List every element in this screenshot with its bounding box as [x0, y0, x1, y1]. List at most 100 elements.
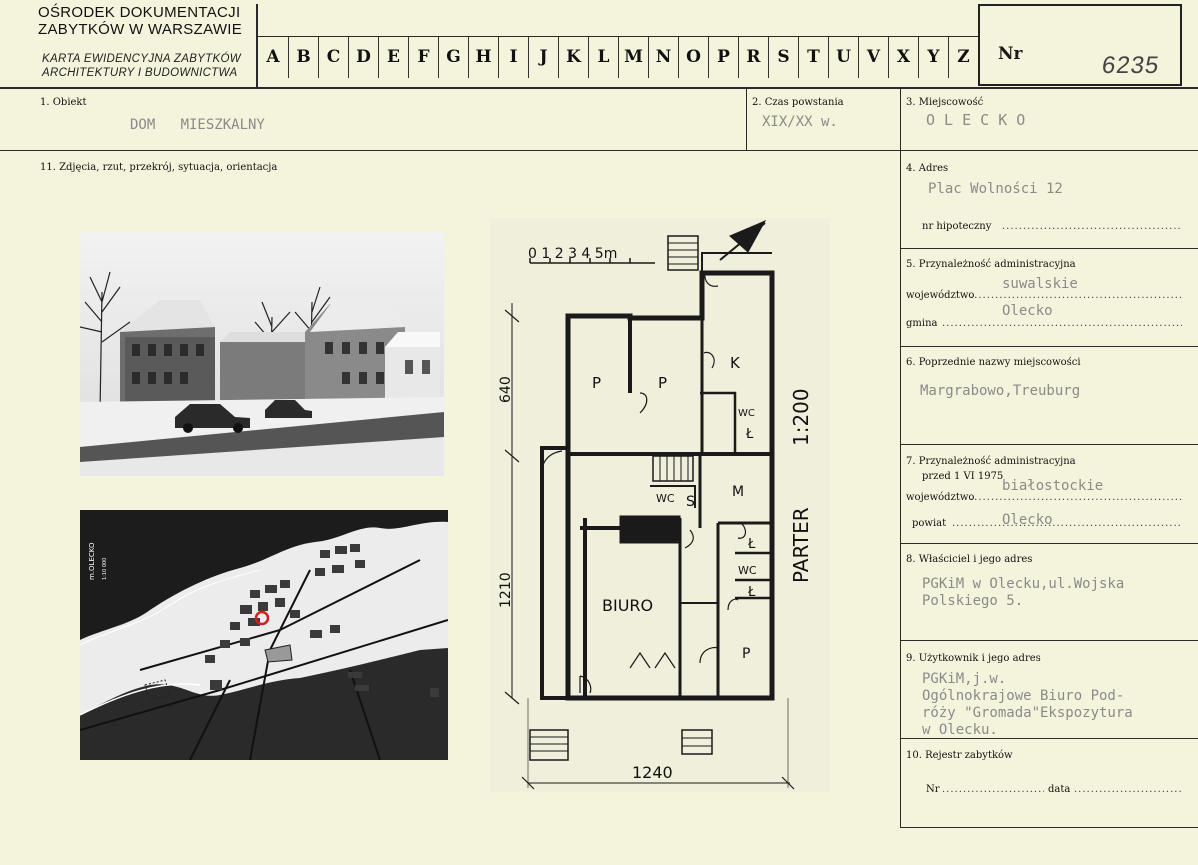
classification-letter: B [288, 36, 318, 78]
room-s: S [686, 494, 695, 510]
classification-letter: X [888, 36, 918, 78]
classification-letter: H [468, 36, 498, 78]
uzytkownik-label: 9. Użytkownik i jego adres [906, 653, 1041, 664]
wlasciciel-label: 8. Właściciel i jego adres [906, 554, 1033, 565]
room-wc3: WC [738, 564, 757, 577]
classification-letter: C [318, 36, 348, 78]
classification-letter: O [678, 36, 708, 78]
plan-dim-vertical-1: 640 [498, 376, 514, 403]
poprzednie-value: Margrabowo,Treuburg [920, 383, 1081, 399]
miejscowosc-value: O L E C K O [926, 111, 1026, 129]
classification-letter: D [348, 36, 378, 78]
room-biuro: BIURO [602, 596, 653, 615]
classification-letter: L [588, 36, 618, 78]
adres-value: Plac Wolności 12 [928, 181, 1063, 197]
photo-illustration [80, 232, 444, 476]
classification-letter: G [438, 36, 468, 78]
institution-name: OŚRODEK DOKUMENTACJI ZABYTKÓW W WARSZAWI… [38, 4, 242, 38]
classification-letter: M [618, 36, 648, 78]
uzytkownik-line2: Ogólnokrajowe Biuro Pod- [922, 688, 1125, 704]
plan-title: PARTER [789, 507, 813, 583]
wojewodztwo-value: suwalskie [1002, 276, 1078, 292]
uzytkownik-line4: w Olecku. [922, 722, 998, 736]
wojewodztwo-label: województwo [906, 290, 975, 301]
uzytkownik-line3: róży "Gromada"Ekspozytura [922, 705, 1133, 721]
zdjecia-label: 11. Zdjęcia, rzut, przekrój, sytuacja, o… [40, 162, 278, 173]
miejscowosc-label: 3. Miejscowość [906, 97, 984, 108]
room-p3: P [742, 646, 750, 662]
nr-value: 6235 [1100, 52, 1162, 79]
plan-dim-vertical-2: 1210 [498, 572, 514, 608]
rejestr-data-dots: .................................... [1074, 784, 1182, 795]
building-photo [80, 232, 444, 476]
hipoteczny-dots: ........................................… [1002, 221, 1182, 232]
classification-letter: K [558, 36, 588, 78]
plan-scale-bar: 0 1 2 3 4 5m [528, 246, 617, 262]
room-p1: P [592, 374, 601, 392]
rejestr-nr-label: Nr [926, 784, 940, 795]
room-l3: Ł [747, 585, 756, 600]
card-type-line1: KARTA EWIDENCYJNA ZABYTKÓW [42, 53, 241, 65]
number-box [978, 4, 1182, 86]
location-map: m.OLECKO 1:10 000 [80, 510, 448, 760]
institution-line2: ZABYTKÓW W WARSZAWIE [38, 21, 243, 38]
divider [900, 827, 1198, 828]
wojewodztwo-dots: ........................................… [970, 290, 1182, 301]
wlasciciel-line2: Polskiego 5. [922, 593, 1024, 609]
classification-letter: V [858, 36, 888, 78]
przynaleznosc-label: 5. Przynależność administracyjna [906, 259, 1076, 270]
classification-letter: U [828, 36, 858, 78]
nr-label: Nr [998, 44, 1023, 64]
divider [900, 88, 901, 828]
czas-label: 2. Czas powstania [752, 97, 844, 108]
divider [900, 738, 1198, 739]
classification-letter: S [768, 36, 798, 78]
divider [900, 248, 1198, 249]
przed-label: przed 1 VI 1975 [922, 471, 1004, 482]
rejestr-nr-dots: .................................. [942, 784, 1044, 795]
map-label-scale: 1:10 000 [102, 558, 108, 580]
classification-letter: T [798, 36, 828, 78]
hipoteczny-label: nr hipoteczny [922, 221, 992, 232]
map-illustration: m.OLECKO 1:10 000 [80, 510, 448, 760]
rejestr-label: 10. Rejestr zabytków [906, 750, 1013, 761]
divider [900, 346, 1198, 347]
plan-dim-horizontal: 1240 [632, 763, 673, 782]
room-k: K [730, 354, 741, 372]
map-label-town: m.OLECKO [88, 542, 96, 580]
powiat-value: Olecko [1002, 512, 1053, 528]
classification-letter: R [738, 36, 768, 78]
obiekt-value: DOM MIESZKALNY [130, 117, 265, 133]
classification-letter: Y [918, 36, 948, 78]
divider [256, 36, 978, 37]
przed-wojewodztwo-label: województwo [906, 492, 975, 503]
room-m: M [732, 484, 744, 500]
czas-value: XIX/XX w. [762, 114, 838, 130]
classification-letter: P [708, 36, 738, 78]
divider [900, 543, 1198, 544]
powiat-dots: ........................................… [952, 518, 1182, 529]
gmina-dots: ........................................… [942, 318, 1182, 329]
gmina-value: Olecko [1002, 303, 1053, 319]
przed-wojewodztwo-value: białostockie [1002, 478, 1104, 494]
uzytkownik-line1: PGKiM,j.w. [922, 671, 1007, 687]
divider [0, 87, 1198, 89]
wlasciciel-line1: PGKiM w Olecku,ul.Wojska [922, 576, 1125, 592]
divider [900, 640, 1198, 641]
location-marker [254, 610, 270, 626]
room-p2: P [658, 374, 667, 392]
floor-plan-drawing: 0 1 2 3 4 5m PARTER 1:200 640 1210 1240 … [498, 219, 813, 790]
przynaleznosc-przed-label: 7. Przynależność administracyjna [906, 456, 1076, 467]
classification-letter: Z [948, 36, 978, 78]
room-wc2: WC [656, 492, 675, 505]
classification-letter: E [378, 36, 408, 78]
classification-letter: J [528, 36, 558, 78]
divider [900, 444, 1198, 445]
institution-line1: OŚRODEK DOKUMENTACJI [38, 4, 241, 21]
room-l1: Ł [745, 427, 754, 442]
room-wc1: WC [738, 408, 755, 419]
rejestr-data-label: data [1048, 784, 1071, 795]
przed-wojewodztwo-dots: ........................................… [970, 492, 1182, 503]
